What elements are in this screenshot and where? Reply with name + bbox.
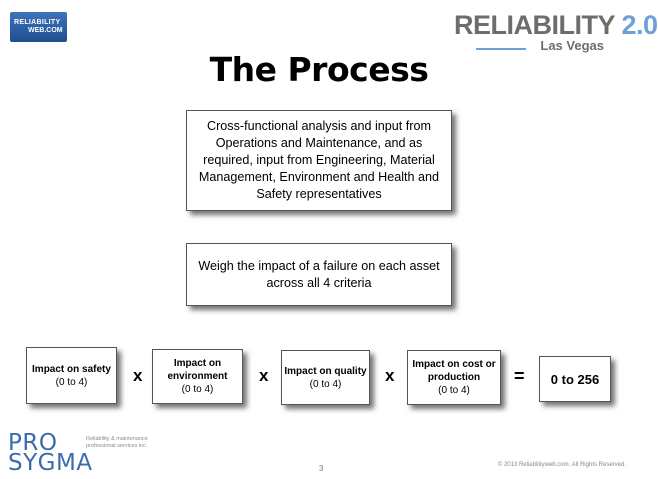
criterion-environment-box: Impact on environment (0 to 4) [152,349,243,404]
prosygma-logo-line2: SYGMA [8,450,93,476]
page-title: The Process [209,50,429,89]
criterion-quality-range: (0 to 4) [309,378,342,390]
result-value: 0 to 256 [550,371,600,387]
copyright-notice: © 2013 Reliabilityweb.com. All Rights Re… [497,462,626,468]
criterion-safety-box: Impact on safety (0 to 4) [26,347,117,404]
criterion-environment-range: (0 to 4) [181,384,214,395]
criterion-quality-label: Impact on quality [284,365,367,377]
analysis-box: Cross-functional analysis and input from… [186,110,452,211]
prosygma-logo-line1: PRO [8,430,58,456]
criterion-quality-box: Impact on quality (0 to 4) [281,350,370,405]
reliability-logo-title: RELIABILITY 2.0 [454,10,658,41]
copyright-text: 2013 Reliabilityweb.com. All Rights Rese… [503,462,626,468]
reliabilityweb-logo: RELIABILITY WEB.COM [10,12,67,42]
weigh-box: Weigh the impact of a failure on each as… [186,243,452,306]
criterion-cost-box: Impact on cost or production (0 to 4) [407,350,501,405]
reliability-logo-underline [476,48,526,50]
reliabilityweb-logo-line1: RELIABILITY [14,19,61,27]
multiply-operator-1: x [133,366,143,385]
reliability-logo-main: RELIABILITY [454,10,615,40]
criterion-environment-label: Impact on environment [167,358,228,382]
result-box: 0 to 256 [539,356,611,402]
multiply-operator-3: x [385,366,395,385]
criterion-safety-range: (0 to 4) [55,376,88,388]
prosygma-logo: PRO SYGMA Reliability & maintenance prof… [8,430,148,475]
weigh-text: Weigh the impact of a failure on each as… [198,258,440,290]
page-number: 3 [319,464,324,473]
reliability-conference-logo: RELIABILITY 2.0 Las Vegas [454,10,658,56]
reliabilityweb-logo-line2: WEB.COM [28,27,63,34]
multiply-operator-2: x [259,366,269,385]
criterion-cost-range: (0 to 4) [438,385,470,396]
analysis-text: Cross-functional analysis and input from… [198,119,440,201]
reliability-logo-subtitle: Las Vegas [540,38,604,53]
criterion-cost-label: Impact on cost or production [412,359,496,383]
reliability-logo-version: 2.0 [621,10,658,40]
equals-operator: = [514,366,525,386]
criterion-safety-label: Impact on safety [32,363,111,375]
prosygma-tagline: Reliability & maintenance professional s… [86,436,148,449]
